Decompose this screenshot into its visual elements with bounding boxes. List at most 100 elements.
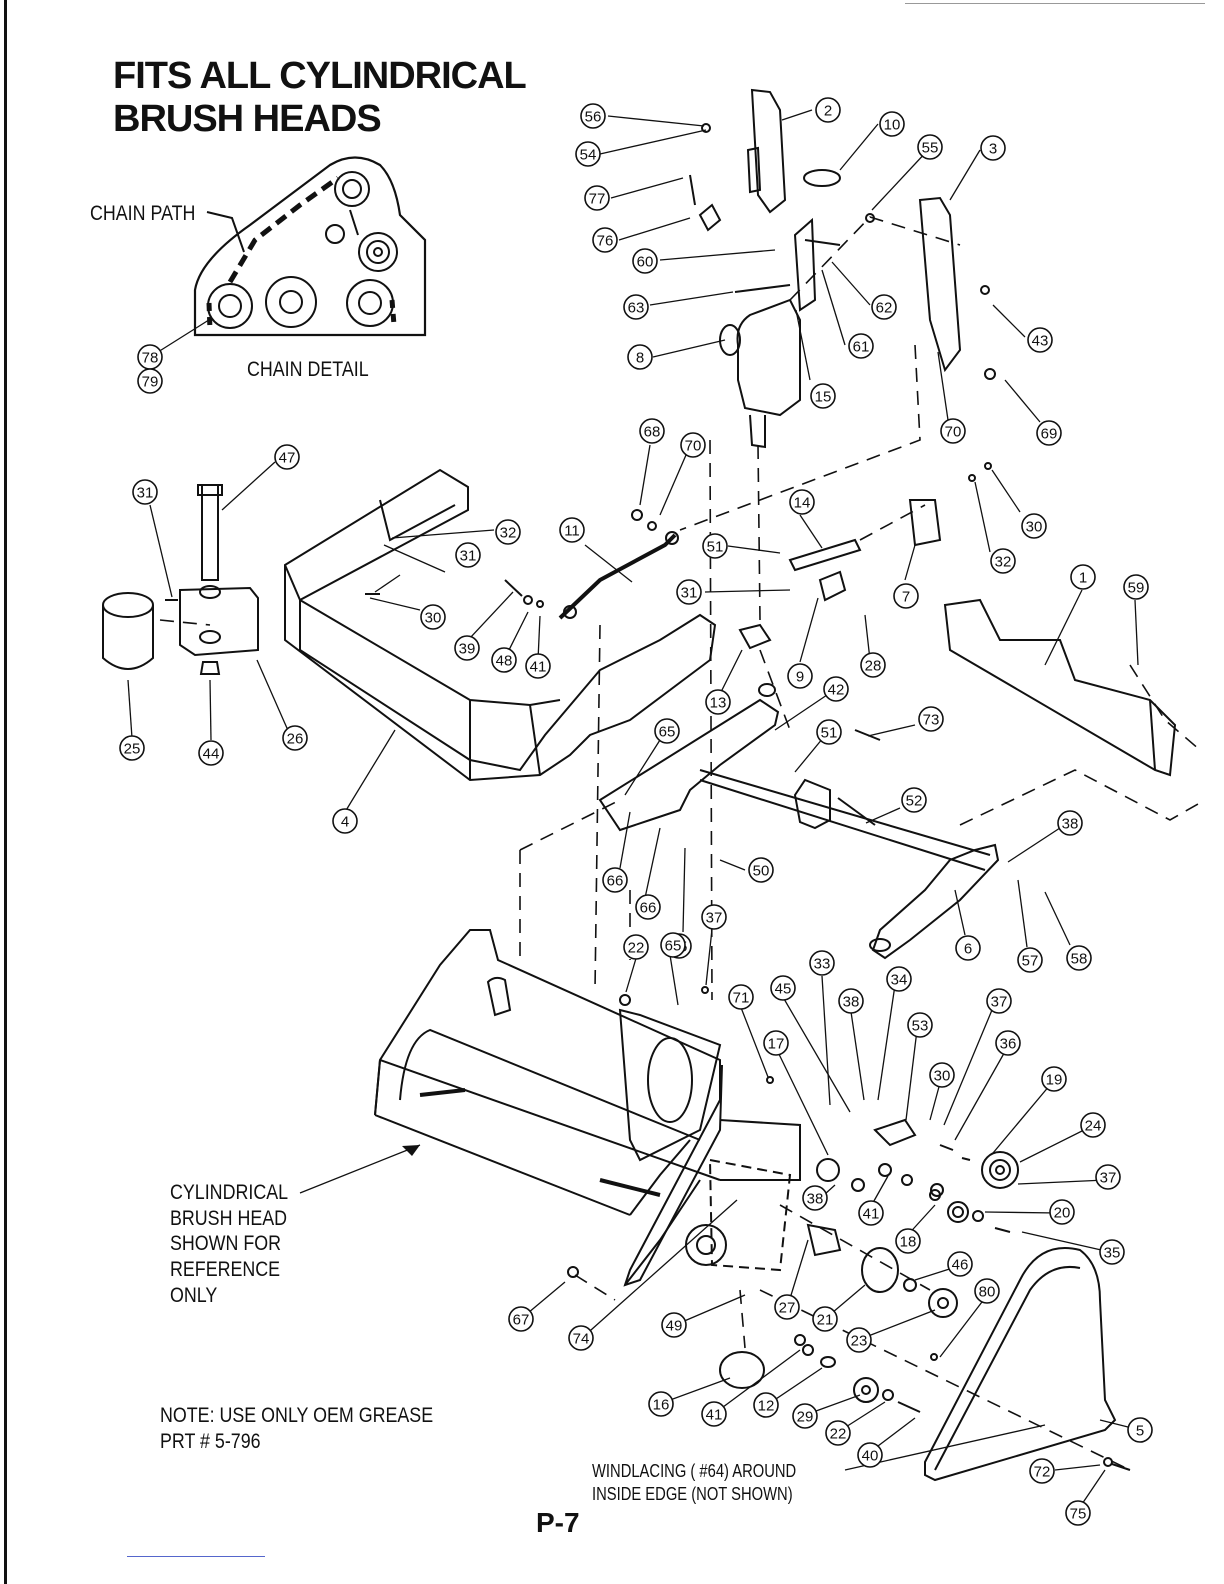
callout-number: 31 xyxy=(137,485,154,502)
grease-note-line-2: PRT # 5-796 xyxy=(160,1430,261,1453)
callout-number: 7 xyxy=(902,589,910,606)
callout-circle xyxy=(1049,1199,1075,1225)
brush-head-housing xyxy=(374,929,801,1287)
callout-circle xyxy=(907,1012,933,1038)
callout-circle xyxy=(995,1030,1021,1056)
callout-circle xyxy=(701,1401,727,1427)
callout-circle xyxy=(676,579,702,605)
callout-number: 5 xyxy=(1136,1423,1144,1440)
page-border xyxy=(4,0,7,1584)
callout-65: 65 xyxy=(654,718,680,744)
callout-33: 33 xyxy=(809,950,835,976)
callout-16: 16 xyxy=(648,1391,674,1417)
callout-circle xyxy=(846,1327,872,1353)
callout-circle xyxy=(623,934,649,960)
windlacing-note-line-1: WINDLACING ( #64) AROUND xyxy=(592,1461,797,1481)
callout-circle xyxy=(623,294,649,320)
callout-44: 44 xyxy=(198,740,224,766)
callout-circle xyxy=(901,787,927,813)
callout-50: 50 xyxy=(748,857,774,883)
callout-circle xyxy=(132,479,158,505)
callout-circle xyxy=(568,1325,594,1351)
callout-number: 8 xyxy=(636,350,644,367)
callout-circle xyxy=(137,368,163,394)
callout-circle xyxy=(787,663,813,689)
callout-57: 57 xyxy=(1017,947,1043,973)
callout-number: 37 xyxy=(991,994,1008,1011)
callout-63: 63 xyxy=(623,294,649,320)
chain-detail-label: CHAIN DETAIL xyxy=(247,358,369,381)
callout-number: 38 xyxy=(843,994,860,1011)
callout-71: 71 xyxy=(728,984,754,1010)
callout-number: 59 xyxy=(1128,580,1145,597)
callout-38: 38 xyxy=(802,1185,828,1211)
callout-59: 59 xyxy=(1123,574,1149,600)
callout-circle xyxy=(1080,1112,1106,1138)
callout-number: 63 xyxy=(628,300,645,317)
callout-48: 48 xyxy=(491,647,517,673)
callout-circle xyxy=(886,966,912,992)
callout-circle xyxy=(495,519,521,545)
callout-number: 29 xyxy=(797,1409,814,1426)
callout-61: 61 xyxy=(848,333,874,359)
callout-circle xyxy=(858,1200,884,1226)
callout-66: 66 xyxy=(635,894,661,920)
callout-4: 4 xyxy=(332,808,358,834)
callout-circle xyxy=(879,111,905,137)
callout-76: 76 xyxy=(592,227,618,253)
callout-number: 51 xyxy=(707,539,724,556)
callout-circle xyxy=(929,1062,955,1088)
callout-number: 4 xyxy=(341,814,349,831)
callout-number: 35 xyxy=(1104,1245,1121,1262)
bottom-rule xyxy=(127,1556,265,1557)
callout-number: 33 xyxy=(814,956,831,973)
misc-hardware xyxy=(165,462,1131,1471)
callout-circle xyxy=(809,950,835,976)
grease-note-line-1: NOTE: USE ONLY OEM GREASE xyxy=(160,1404,434,1427)
callout-46: 46 xyxy=(947,1251,973,1277)
callout-number: 20 xyxy=(1054,1205,1071,1222)
callout-number: 41 xyxy=(706,1407,723,1424)
callout-number: 34 xyxy=(891,972,908,989)
drive-components xyxy=(719,1118,1019,1413)
callout-number: 65 xyxy=(659,724,676,741)
callout-circle xyxy=(1095,1164,1121,1190)
callout-number: 53 xyxy=(912,1018,929,1035)
callout-number: 65 xyxy=(665,938,682,955)
callout-number: 46 xyxy=(952,1257,969,1274)
callout-number: 30 xyxy=(425,610,442,627)
callout-circle xyxy=(986,988,1012,1014)
callout-number: 73 xyxy=(923,712,940,729)
main-frame xyxy=(284,468,717,782)
callout-circle xyxy=(810,383,836,409)
callout-circle xyxy=(602,867,628,893)
callout-circle xyxy=(815,97,841,123)
callout-number: 36 xyxy=(1000,1036,1017,1053)
callout-circle xyxy=(559,517,585,543)
callout-number: 67 xyxy=(513,1312,530,1329)
callout-number: 37 xyxy=(1100,1170,1117,1187)
callout-circle xyxy=(198,740,224,766)
callout-number: 27 xyxy=(779,1300,796,1317)
callout-38: 38 xyxy=(838,988,864,1014)
callout-circle xyxy=(632,248,658,274)
callout-circle xyxy=(1021,513,1047,539)
callout-number: 79 xyxy=(142,374,159,391)
callout-36: 36 xyxy=(995,1030,1021,1056)
callout-circle xyxy=(895,1228,921,1254)
callout-circle xyxy=(918,706,944,732)
callout-number: 15 xyxy=(815,389,832,406)
callout-number: 21 xyxy=(817,1312,834,1329)
callout-66: 66 xyxy=(602,867,628,893)
callout-circle xyxy=(1127,1417,1153,1443)
callout-circle xyxy=(816,719,842,745)
callout-circle xyxy=(648,1391,674,1417)
callout-circle xyxy=(491,647,517,673)
callout-circle xyxy=(871,294,897,320)
callout-51: 51 xyxy=(702,533,728,559)
callout-60: 60 xyxy=(632,248,658,274)
callout-circle xyxy=(454,635,480,661)
callout-78: 78 xyxy=(137,344,163,370)
callout-30: 30 xyxy=(929,1062,955,1088)
callout-circle xyxy=(702,533,728,559)
